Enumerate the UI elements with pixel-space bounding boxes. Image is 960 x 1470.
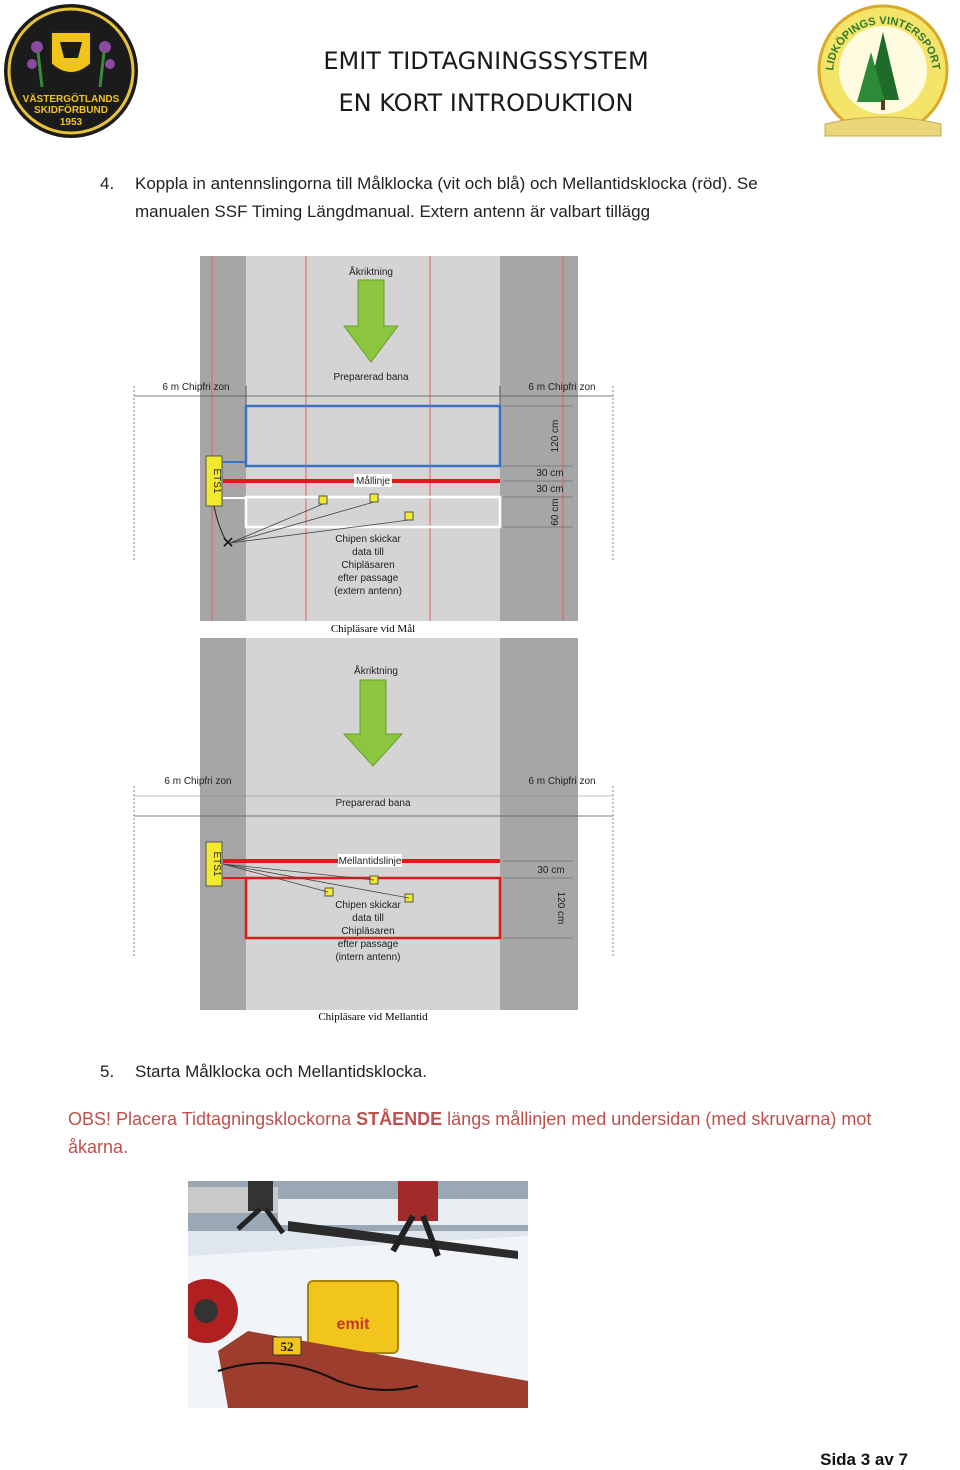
d1-line-label: Mållinje: [356, 475, 390, 487]
step4-line1: Koppla in antennslingorna till Målklocka…: [135, 174, 758, 193]
d1-note5: (extern antenn): [334, 586, 402, 597]
step4-number: 4.: [100, 174, 115, 193]
d2-zone-right: 6 m Chipfri zon: [528, 776, 595, 787]
page-title-line2: EN KORT INTRODUKTION: [338, 89, 634, 117]
d1-note2: data till: [352, 547, 384, 558]
d2-track: Preparerad bana: [335, 798, 410, 809]
d1-dim2: 30 cm: [536, 468, 563, 479]
logo-left-year: 1953: [60, 117, 83, 128]
d1-note3: Chipläsaren: [341, 560, 394, 571]
d2-dim1: 30 cm: [537, 865, 564, 876]
photo-case-brand: emit: [337, 1316, 371, 1333]
d2-ets-device: [205, 841, 223, 887]
d2-note4: efter passage: [338, 939, 399, 950]
d1-track: Preparerad bana: [333, 372, 408, 383]
d1-note4: efter passage: [338, 573, 399, 584]
step5-text: Starta Målklocka och Mellantidsklocka.: [135, 1062, 427, 1081]
d2-dim2: 120 cm: [555, 892, 566, 925]
diagram-finish-line: Åkriktning Preparerad bana 6 m Chipfri z…: [133, 256, 614, 635]
d2-caption: Chipläsare vid Mellantid: [318, 1011, 428, 1023]
step4-line2: manualen SSF Timing Längdmanual. Extern …: [135, 202, 651, 221]
d2-line-label: Mellantidslinje: [339, 856, 402, 867]
photo-timing-equipment: emit 52: [188, 1181, 528, 1408]
d2-note5: (intern antenn): [335, 952, 400, 963]
page-number: Sida 3 av 7: [820, 1450, 908, 1469]
logo-left-line1: VÄSTERGÖTLANDS: [23, 92, 120, 105]
d1-dim1: 120 cm: [550, 420, 561, 453]
d1-antenna-icon: ✕: [221, 533, 234, 552]
d2-note3: Chipläsaren: [341, 926, 394, 937]
obs-note: OBS! Placera Tidtagningsklockorna STÅEND…: [68, 1105, 928, 1133]
obs-prefix: OBS! Placera Tidtagningsklockorna: [68, 1109, 357, 1129]
d2-zone-left: 6 m Chipfri zon: [164, 776, 231, 787]
d1-caption: Chipläsare vid Mål: [331, 623, 415, 635]
page-title-line1: EMIT TIDTAGNINGSSYSTEM: [323, 47, 649, 75]
d1-zone-left: 6 m Chipfri zon: [162, 382, 229, 393]
logo-lidkopings: LIDKÖPINGS VINTERSPORTKLUBB: [811, 0, 950, 142]
d2-device-label: ETS1: [211, 851, 222, 876]
obs-line2: åkarna.: [68, 1137, 129, 1157]
d2-note1: Chipen skickar: [335, 900, 401, 911]
d1-device-label: ETS1: [211, 468, 222, 493]
d1-dim3: 30 cm: [536, 484, 563, 495]
d2-note2: data till: [352, 913, 384, 924]
photo-bib-number: 52: [281, 1339, 294, 1354]
d1-arrow: [343, 279, 399, 363]
d1-dim4: 60 cm: [550, 498, 561, 525]
obs-suffix: längs mållinjen med undersidan (med skru…: [442, 1109, 872, 1129]
logo-left-line2: SKIDFÖRBUND: [34, 103, 108, 116]
d1-direction: Åkriktning: [349, 265, 393, 278]
d2-direction: Åkriktning: [354, 664, 398, 677]
obs-bold: STÅENDE: [356, 1109, 443, 1129]
d1-zone-right: 6 m Chipfri zon: [528, 382, 595, 393]
step5-number: 5.: [100, 1062, 115, 1081]
d1-note1: Chipen skickar: [335, 534, 401, 545]
diagram-split-line: Åkriktning 6 m Chipfri zon 6 m Chipfri z…: [133, 638, 614, 1023]
d2-arrow: [342, 679, 404, 767]
d1-blue-loop: [244, 404, 502, 468]
logo-vastergotlands: VÄSTERGÖTLANDS SKIDFÖRBUND 1953: [2, 2, 140, 140]
photo-bib: [272, 1336, 302, 1356]
